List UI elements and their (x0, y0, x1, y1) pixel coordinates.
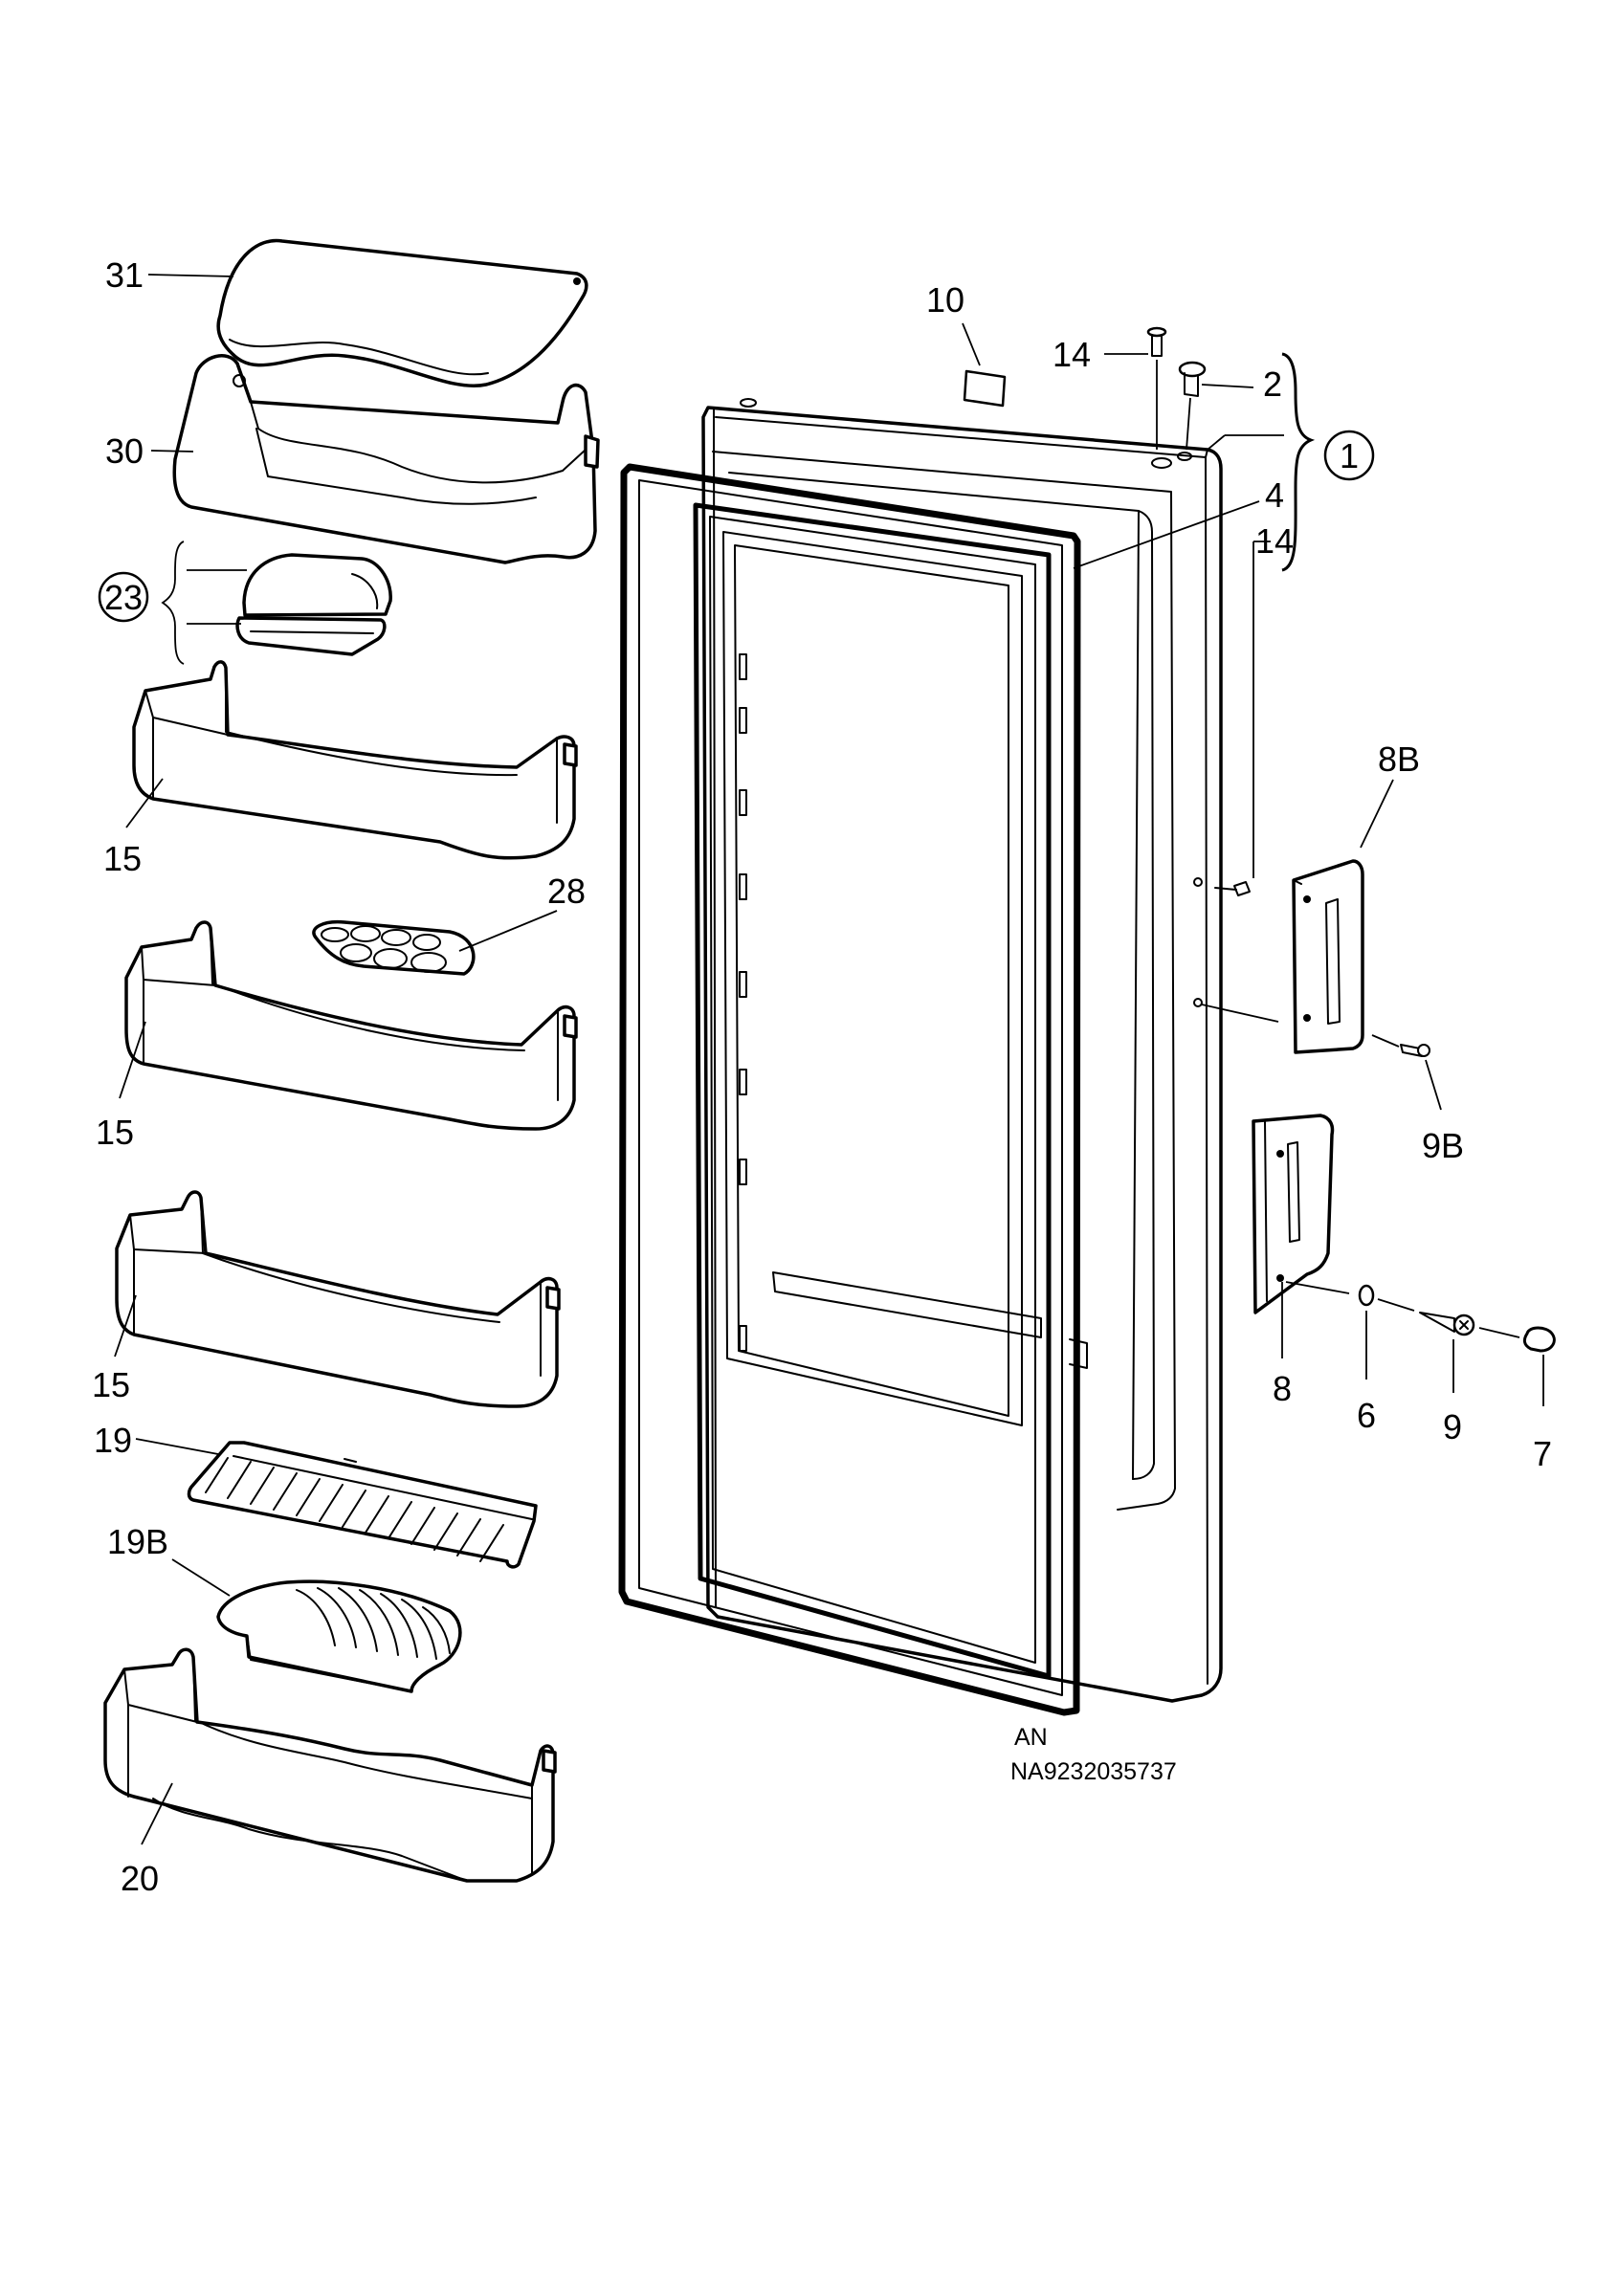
part-8b-handle-top (1292, 859, 1364, 1054)
label-1: 1 (1340, 436, 1359, 475)
part-23-butter-dish (235, 553, 392, 656)
label-20: 20 (121, 1859, 159, 1898)
part-7-cover-cap (1522, 1326, 1556, 1353)
part-20-bottom-bin (103, 1647, 557, 1883)
part-28-egg-tray (312, 919, 476, 976)
part-30-dairy-box (172, 354, 600, 564)
part-9b-screw (1400, 1044, 1430, 1057)
label-15-lower: 15 (92, 1365, 130, 1404)
part-2-hinge-bushing (1178, 361, 1207, 451)
part-14-side-screw (1214, 881, 1251, 896)
label-19b: 19B (107, 1522, 168, 1561)
brace-23 (161, 541, 247, 665)
part-1-door-panel (701, 398, 1223, 1703)
label-2: 2 (1263, 364, 1282, 404)
label-15-top: 15 (103, 839, 142, 878)
part-31-lid (216, 238, 588, 387)
leader-lines (114, 274, 1544, 1845)
label-6: 6 (1357, 1396, 1376, 1435)
code-line-1: AN (1014, 1724, 1048, 1751)
label-23: 23 (104, 578, 143, 617)
part-8-handle-bottom (1252, 1114, 1335, 1314)
label-8: 8 (1273, 1369, 1292, 1408)
label-7: 7 (1533, 1434, 1552, 1473)
part-15-shelf-top (132, 660, 578, 860)
label-31: 31 (105, 255, 144, 295)
part-10-label-sticker (963, 369, 1007, 408)
callout-labels: 31 30 23 15 28 15 15 19 19B 20 10 14 2 1… (92, 255, 1552, 1898)
brace-1 (1281, 352, 1316, 572)
part-15-shelf-lower (115, 1190, 561, 1408)
label-14-top: 14 (1053, 335, 1091, 374)
label-19: 19 (94, 1421, 132, 1460)
label-4: 4 (1265, 475, 1284, 515)
part-6-washer (1358, 1284, 1375, 1307)
code-line-2: NA9232035737 (1010, 1758, 1177, 1785)
label-30: 30 (105, 431, 144, 471)
label-9: 9 (1443, 1407, 1462, 1446)
part-15-shelf-middle (124, 920, 578, 1131)
part-14-top-pin (1146, 326, 1167, 450)
label-10: 10 (926, 280, 964, 320)
part-19-bottle-comb (187, 1441, 538, 1569)
part-9-screw (1419, 1312, 1475, 1336)
part-19b-bottle-stopper (216, 1579, 462, 1693)
part-4-door-liner-gasket (618, 463, 1088, 1716)
label-15-middle: 15 (96, 1113, 134, 1152)
label-9b: 9B (1422, 1126, 1464, 1165)
circle-23 (98, 571, 149, 623)
label-28: 28 (547, 872, 586, 911)
label-14-side: 14 (1255, 521, 1294, 561)
label-8b: 8B (1378, 740, 1420, 779)
circle-1 (1323, 430, 1375, 481)
